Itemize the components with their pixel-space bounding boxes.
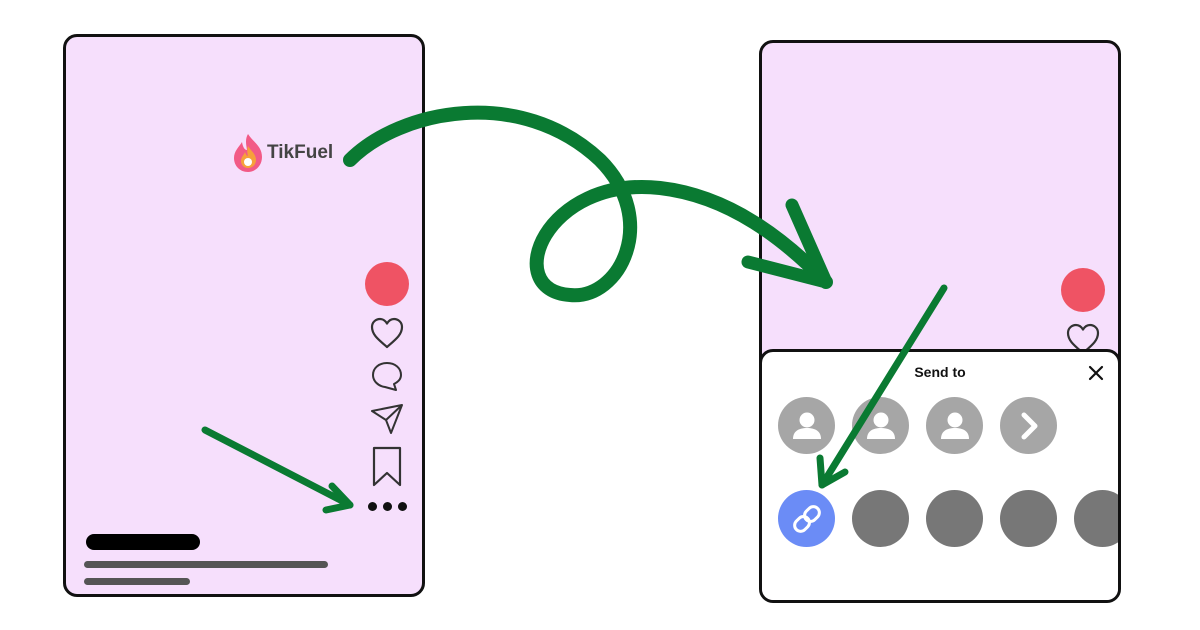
share-icon[interactable] xyxy=(369,402,405,436)
action-rail xyxy=(1059,268,1107,356)
contacts-row xyxy=(778,397,1057,454)
bookmark-icon[interactable] xyxy=(371,446,403,488)
share-app-icon[interactable] xyxy=(1000,490,1057,547)
profile-avatar[interactable] xyxy=(365,262,409,306)
person-icon xyxy=(866,412,895,439)
share-app-icon[interactable] xyxy=(852,490,909,547)
chevron-right-icon xyxy=(1021,412,1037,439)
copy-link-icon xyxy=(792,504,821,533)
contact-avatar[interactable] xyxy=(852,397,909,454)
share-app-icon[interactable] xyxy=(1074,490,1118,547)
action-rail xyxy=(363,262,411,511)
caption-line-placeholder xyxy=(84,578,190,585)
caption-line-placeholder xyxy=(84,561,328,568)
heart-icon[interactable] xyxy=(369,316,405,350)
close-icon[interactable] xyxy=(1088,365,1104,381)
person-icon xyxy=(940,412,969,439)
share-apps-row xyxy=(778,490,1118,547)
share-app-icon[interactable] xyxy=(926,490,983,547)
phone-screen-share: Send to xyxy=(759,40,1121,603)
contact-avatar[interactable] xyxy=(778,397,835,454)
heart-icon[interactable] xyxy=(1065,322,1101,356)
person-icon xyxy=(792,412,821,439)
brand-wordmark: TikFuel xyxy=(267,142,334,163)
flame-icon xyxy=(234,134,262,172)
tikfuel-logo: TikFuel xyxy=(231,132,333,174)
share-sheet: Send to xyxy=(762,349,1118,600)
comment-icon[interactable] xyxy=(370,360,404,392)
copy-link-button[interactable] xyxy=(778,490,835,547)
contact-avatar[interactable] xyxy=(926,397,983,454)
share-sheet-title: Send to xyxy=(914,364,966,380)
more-contacts-button[interactable] xyxy=(1000,397,1057,454)
more-dots-icon[interactable] xyxy=(367,502,407,511)
username-placeholder xyxy=(86,534,200,550)
profile-avatar[interactable] xyxy=(1061,268,1105,312)
phone-screen-video: TikFuel xyxy=(63,34,425,597)
